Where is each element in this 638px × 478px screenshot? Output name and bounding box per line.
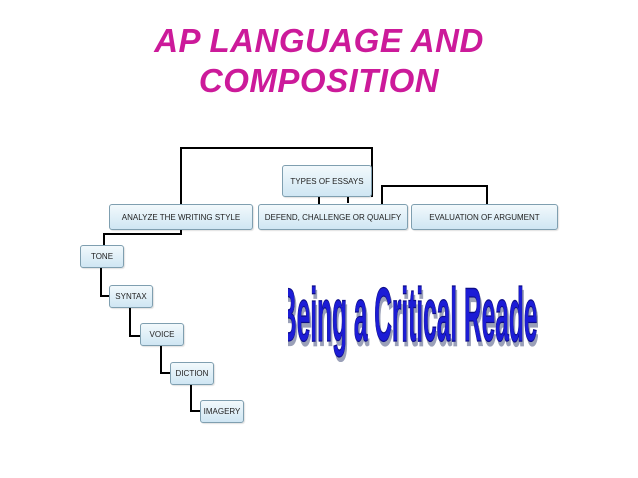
node-imagery: IMAGERY <box>200 400 244 423</box>
connector-syntax-voice <box>129 308 140 337</box>
node-defend-challenge-qualify: DEFEND, CHALLENGE OR QUALIFY <box>258 204 408 230</box>
node-syntax: SYNTAX <box>109 285 153 308</box>
connector-diction-imagery <box>190 385 200 412</box>
connector-voice-diction <box>160 346 170 374</box>
node-tone: TONE <box>80 245 124 268</box>
node-voice: VOICE <box>140 323 184 346</box>
wordart-heading: Being a Critical Reader <box>288 274 538 360</box>
node-analyze-writing-style: ANALYZE THE WRITING STYLE <box>109 204 253 230</box>
connector-root-to-evaluation <box>381 185 488 206</box>
node-diction: DICTION <box>170 362 214 385</box>
slide-title-line-1: AP LANGUAGE AND <box>154 22 484 59</box>
wordart-text: Being a Critical Reader <box>288 274 538 359</box>
node-evaluation-of-argument: EVALUATION OF ARGUMENT <box>411 204 558 230</box>
node-types-of-essays: TYPES OF ESSAYS <box>282 165 372 197</box>
connector-tone-syntax <box>100 268 109 297</box>
connector-root-to-analyze <box>103 147 373 246</box>
slide-title-line-2: COMPOSITION <box>198 62 440 99</box>
